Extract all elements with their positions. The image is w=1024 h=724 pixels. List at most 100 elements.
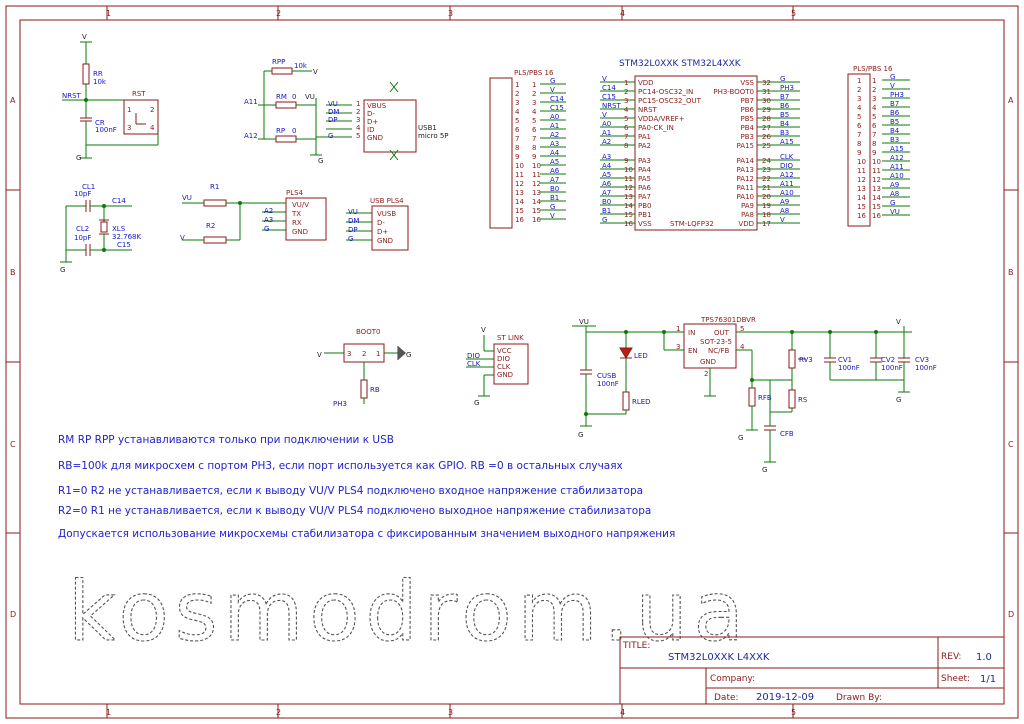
mcu-right-pin-num: 18 [762, 211, 771, 219]
rs-label: RS [798, 396, 808, 404]
mcu-left-net: C15 [602, 93, 616, 101]
mcu-left-net: B0 [602, 198, 611, 206]
pls-left-net: G [550, 77, 555, 85]
cr-label: CR [95, 119, 105, 127]
note-2: RB=100k для микросхем с портом PH3, если… [58, 460, 623, 472]
usb-pls4-pin-gnd: GND [377, 237, 393, 245]
rpp-value: 10k [294, 62, 308, 70]
note-4: R2=0 R1 не устанавливается, если к вывод… [58, 505, 651, 517]
pls-right-pin-num-right: 14 [872, 194, 881, 202]
cl1-label: CL1 [82, 183, 95, 191]
mcu-right-net: G [780, 75, 785, 83]
mcu-right-pin-num: 19 [762, 202, 771, 210]
pls-left-net: G [550, 203, 555, 211]
rev-label: REV: [941, 652, 961, 662]
pls-right-pin-num: 4 [857, 104, 862, 112]
mcu-left-net: A0 [602, 120, 611, 128]
mcu-left-pin-name: PA1 [638, 133, 651, 141]
reg-g-label-3: G [762, 466, 767, 474]
pls-right-pin-num-right: 2 [872, 86, 876, 94]
mcu-right-net: B3 [780, 129, 789, 137]
reg-pin-3-num: 3 [676, 343, 680, 351]
mcu-left-pin-num: 7 [624, 133, 628, 141]
pls-left-net: C15 [550, 104, 564, 112]
rst-pin-4: 4 [150, 124, 155, 132]
company-label: Company: [710, 674, 755, 684]
mcu-right-net: A12 [780, 171, 794, 179]
cv2-label: CV2 [881, 356, 895, 364]
mcu-left-pin-name: PC14-OSC32_IN [638, 88, 693, 96]
pls-left-net: A0 [550, 113, 559, 121]
usb-pin-dm: D- [367, 110, 375, 118]
mcu-left-pin-num: 15 [624, 211, 633, 219]
pls-right-pin-num: 3 [857, 95, 861, 103]
reg-gnd-num: 2 [704, 370, 708, 378]
pls-left-pin-num: 4 [515, 108, 520, 116]
pls-left-pin-num: 2 [515, 90, 519, 98]
mcu-left-pin-num: 16 [624, 220, 633, 228]
col-label-1-bottom: 1 [106, 708, 111, 717]
pls-right-pin-num: 12 [857, 176, 866, 184]
mcu-left-pin-num: 3 [624, 97, 628, 105]
mcu-left-pin-num: 2 [624, 88, 628, 96]
col-label-2: 2 [276, 9, 281, 18]
row-label-a: A [10, 96, 16, 105]
boot0-title: BOOT0 [356, 328, 380, 336]
mcu-left-pin-name: PA5 [638, 175, 651, 183]
pls4-v-label: V [180, 234, 185, 242]
mcu-left-net: A2 [602, 138, 611, 146]
usb-pin-num-1: 1 [356, 100, 360, 108]
pls-right-pin-num-right: 15 [872, 203, 881, 211]
pls-right-net: PH3 [890, 91, 904, 99]
rp-value: 0 [292, 127, 296, 135]
usb-pls4-net-2: DP [348, 226, 358, 234]
mcu-right-pin-num: 26 [762, 133, 771, 141]
pls-right-pin-num: 15 [857, 203, 866, 211]
usb-pls4-header: USB PLS4 VU DM DP G VUSB D- D+ GND [346, 197, 409, 251]
reg-pin-in: IN [688, 329, 695, 337]
drawn-by-label: Drawn By: [836, 693, 882, 703]
mcu-right-pin-name: PB6 [741, 106, 755, 114]
usb-pls4-pin-vusb: VUSB [377, 210, 396, 218]
date-value: 2019-12-09 [756, 692, 814, 703]
c14-net-label: C14 [112, 197, 126, 205]
mcu-right-pin-num: 29 [762, 106, 771, 114]
mcu-right-pin-num: 22 [762, 175, 771, 183]
rr-supply-label: V [82, 33, 87, 41]
pls-right-pin-num: 6 [857, 122, 862, 130]
rst-pin-1: 1 [127, 106, 131, 114]
mcu-left-pin-name: PA2 [638, 142, 651, 150]
pls-left-pin-num: 1 [515, 81, 519, 89]
pls4-pin-gnd: GND [292, 228, 308, 236]
pls-left-pin-num: 16 [515, 216, 524, 224]
stlink-g-label: G [474, 399, 479, 407]
col-label-5-bottom: 5 [791, 708, 796, 717]
mcu-left-pin-num: 5 [624, 115, 628, 123]
title-value: STM32L0XXK L4XXK [668, 652, 770, 663]
usb-pin-gnd: GND [367, 134, 383, 142]
pls-right-net: B7 [890, 100, 899, 108]
pls-left-pin-num-right: 3 [532, 99, 536, 107]
boot0-pin-1: 1 [376, 350, 380, 358]
mcu-left-net: A7 [602, 189, 611, 197]
mcu-right-pin-name: VDD [738, 220, 754, 228]
pls-right-pin-num: 13 [857, 185, 866, 193]
led-label: LED [634, 352, 648, 360]
pls4-pin-vuv: VU/V [292, 201, 309, 209]
row-label-c-right: C [1008, 440, 1014, 449]
pls-left-pin-num-right: 10 [532, 162, 541, 170]
pls-left-pin-num-right: 11 [532, 171, 541, 179]
mcu-left-net: A6 [602, 180, 612, 188]
pls-right-net: A10 [890, 172, 904, 180]
reg-v-label: V [896, 318, 901, 326]
mcu-right-net: A15 [780, 138, 794, 146]
pls-left-net: A5 [550, 158, 559, 166]
mcu-left-pin-name: PC15-OSC32_OUT [638, 97, 702, 105]
mcu-left-pin-name: PA0-CK_IN [638, 124, 674, 132]
mcu-right-pin-num: 23 [762, 166, 771, 174]
mcu-left-pin-name: VDDA/VREF+ [638, 115, 685, 123]
pls-right-pin-num-right: 6 [872, 122, 877, 130]
pls-left-pin-num-right: 15 [532, 207, 541, 215]
pls-right-pin-num: 16 [857, 212, 866, 220]
